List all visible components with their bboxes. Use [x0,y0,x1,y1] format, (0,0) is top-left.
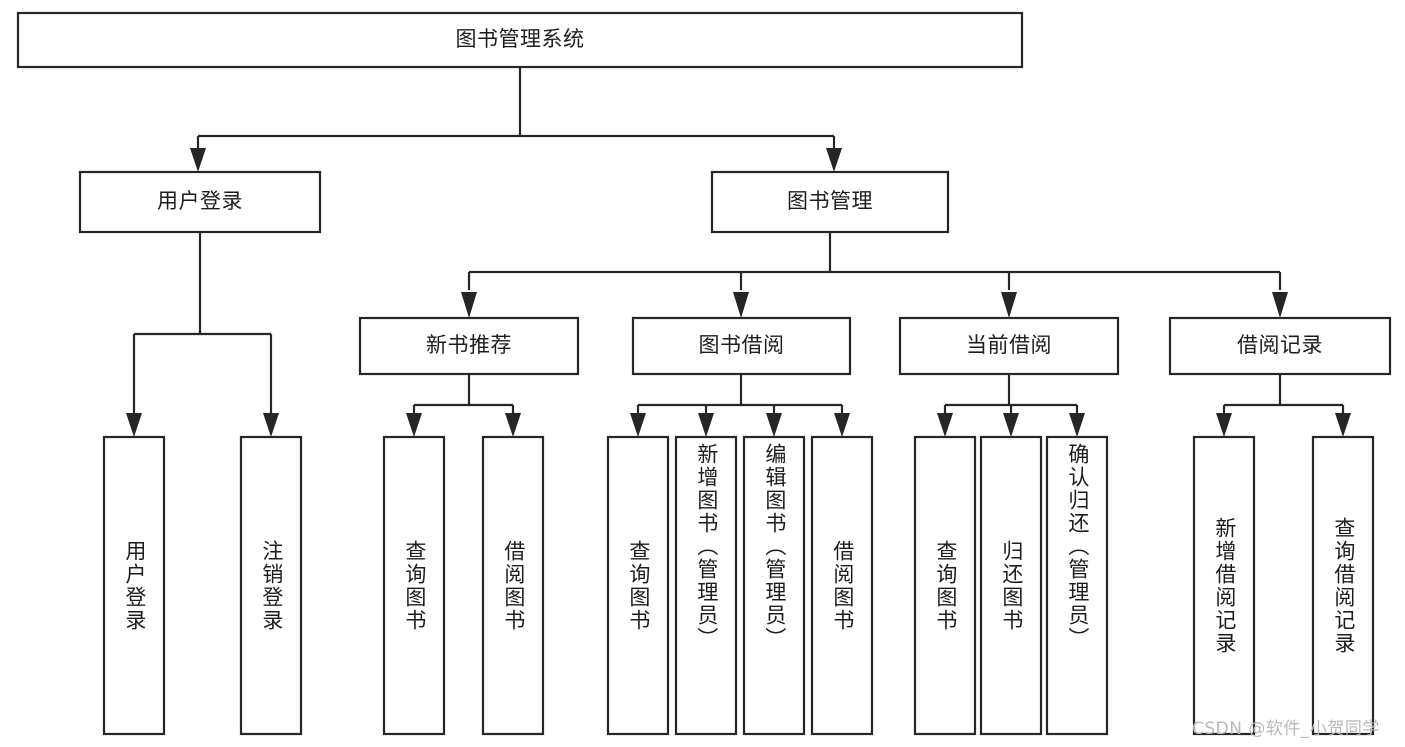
arrow-head-leaf-query-book-1 [406,413,422,437]
arrow-head-leaf-borrow-book-1 [505,413,521,437]
node-box-leaf-borrow-book-1[interactable] [481,435,545,736]
arrow-head-leaf-return-book [1003,413,1019,437]
arrow-head-leaf-borrow-book-2 [834,413,850,437]
node-box-leaf-confirm-return[interactable] [1045,435,1109,736]
node-box-leaf-query-record[interactable] [1311,435,1375,736]
node-box-leaf-user-login[interactable] [102,435,166,736]
node-box-new-book-recommend[interactable] [358,316,580,376]
arrow-head-new-book-recommend [461,292,477,318]
arrow-head-book-manage [826,148,842,172]
node-box-borrow-record[interactable] [1168,316,1392,376]
node-box-leaf-add-book[interactable] [674,435,738,736]
node-box-leaf-edit-book[interactable] [742,435,806,736]
node-box-leaf-query-book-2[interactable] [606,435,670,736]
node-box-book-borrow[interactable] [631,316,852,376]
node-box-current-borrow[interactable] [898,316,1120,376]
arrow-head-leaf-confirm-return [1069,413,1085,437]
arrow-head-user-login [190,148,206,172]
arrow-head-leaf-user-login [126,413,142,437]
arrow-head-current-borrow [1001,292,1017,318]
node-box-leaf-query-book-1[interactable] [382,435,446,736]
node-box-leaf-return-book[interactable] [979,435,1043,736]
arrow-head-leaf-query-record [1335,413,1351,437]
node-box-leaf-add-record[interactable] [1192,435,1256,736]
arrow-head-leaf-add-book [698,413,714,437]
arrow-head-book-borrow [733,292,749,318]
node-box-root[interactable] [16,11,1024,69]
arrow-head-leaf-edit-book [766,413,782,437]
arrow-head-leaf-logout-login [263,413,279,437]
arrow-head-borrow-record [1272,292,1288,318]
arrow-head-leaf-query-book-3 [937,413,953,437]
node-box-leaf-logout-login[interactable] [239,435,303,736]
node-box-user-login[interactable] [78,170,322,234]
node-box-leaf-borrow-book-2[interactable] [810,435,874,736]
arrow-head-leaf-add-record [1216,413,1232,437]
node-box-book-manage[interactable] [710,170,950,234]
node-box-leaf-query-book-3[interactable] [913,435,977,736]
arrow-head-leaf-query-book-2 [630,413,646,437]
